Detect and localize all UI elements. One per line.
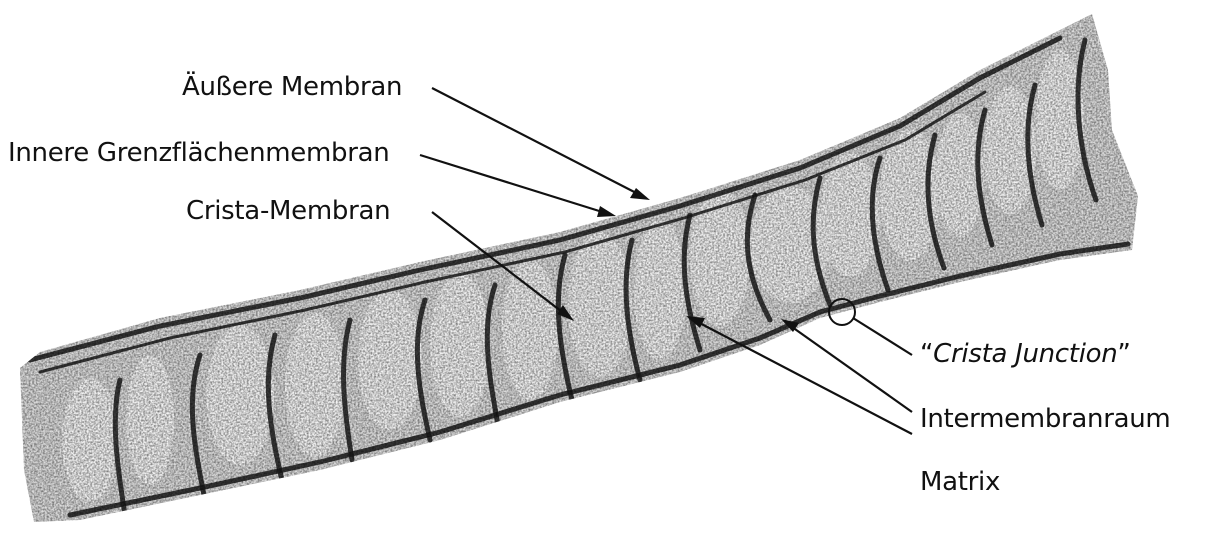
arrow-inner-boundary-membrane — [420, 155, 612, 215]
label-crista-membrane: Crista-Membran — [186, 198, 390, 224]
crista-junction-text: Crista Junction — [933, 339, 1117, 369]
line-crista-junction — [853, 318, 912, 355]
arrow-intermembrane-space — [785, 322, 912, 412]
arrow-outer-membrane — [432, 88, 646, 198]
label-outer-membrane: Äußere Membran — [182, 74, 402, 100]
crista-junction-close-quote: ” — [1117, 339, 1130, 369]
label-intermembrane-space: Intermembranraum — [920, 406, 1170, 432]
crista-junction-open-quote: “ — [920, 339, 933, 369]
label-matrix: Matrix — [920, 469, 1000, 495]
label-crista-junction: “Crista Junction” — [920, 341, 1131, 367]
label-inner-boundary-membrane: Innere Grenzflächenmembran — [8, 140, 389, 166]
